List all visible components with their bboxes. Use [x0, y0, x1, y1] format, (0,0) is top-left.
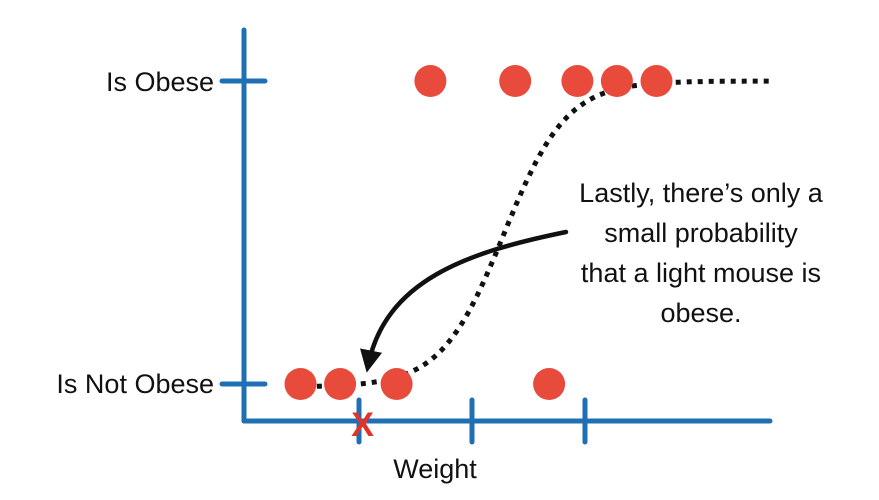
data-points [284, 65, 673, 400]
y-tick-label-is-obese: Is Obese [106, 67, 214, 97]
y-ticks [219, 78, 268, 387]
data-point [600, 65, 633, 97]
annotation-arrow [360, 229, 569, 373]
x-ticks [356, 397, 588, 445]
annotation-line-2: small probability [604, 218, 798, 248]
annotation-line-1: Lastly, there’s only a [579, 178, 824, 208]
data-point [284, 368, 317, 400]
data-point [561, 65, 594, 97]
x-axis-title: Weight [393, 454, 477, 484]
data-point [324, 368, 357, 400]
annotation-line-3: that a light mouse is [581, 258, 821, 288]
data-point [499, 65, 532, 97]
logistic-curve [294, 78, 770, 390]
highlight-x-marker: X [351, 406, 374, 444]
annotation-line-4: obese. [660, 298, 741, 328]
data-point [640, 65, 673, 97]
data-point [414, 65, 447, 97]
data-point [380, 368, 413, 400]
y-tick-label-is-not-obese: Is Not Obese [56, 369, 214, 399]
axes [241, 27, 773, 424]
y-tick-labels: Is Obese Is Not Obese [56, 67, 214, 399]
data-point [533, 368, 566, 400]
